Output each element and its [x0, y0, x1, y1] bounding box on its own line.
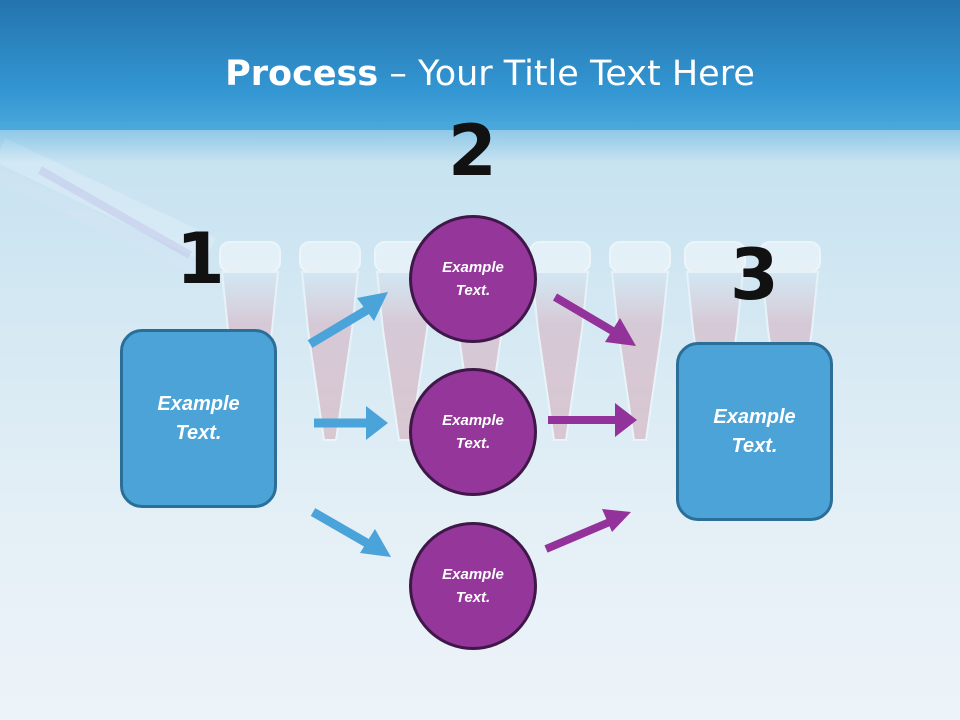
- input-box-label: Example Text.: [157, 392, 240, 444]
- title-strong: Process: [225, 54, 379, 94]
- circle-1-label: Example Text.: [442, 259, 504, 299]
- page-title: Process – Your Title Text Here: [0, 52, 960, 96]
- step-number-2: 2: [448, 110, 497, 192]
- step-number-1: 1: [176, 218, 225, 300]
- process-circle-3: Example Text.: [409, 522, 537, 650]
- input-box: Example Text.: [120, 329, 277, 508]
- process-circle-2: Example Text.: [409, 368, 537, 496]
- title-rest: – Your Title Text Here: [378, 54, 755, 94]
- arrow-from-circle-1: [552, 293, 636, 346]
- header-band: [0, 0, 960, 130]
- test-tube-2: [299, 241, 361, 441]
- header-fade: [0, 122, 960, 162]
- output-box-label: Example Text.: [713, 405, 796, 457]
- test-tube-5: [529, 241, 591, 441]
- arrow-to-circle-2: [314, 406, 388, 440]
- test-tube-6: [609, 241, 671, 441]
- output-box: Example Text.: [676, 342, 833, 521]
- process-circle-1: Example Text.: [409, 215, 537, 343]
- step-number-3: 3: [730, 234, 779, 316]
- circle-2-label: Example Text.: [442, 412, 504, 452]
- circle-3-label: Example Text.: [442, 566, 504, 606]
- arrow-from-circle-3: [544, 509, 631, 553]
- arrow-to-circle-3: [310, 508, 391, 557]
- arrow-to-circle-1: [307, 292, 388, 348]
- arrow-from-circle-2: [548, 403, 637, 437]
